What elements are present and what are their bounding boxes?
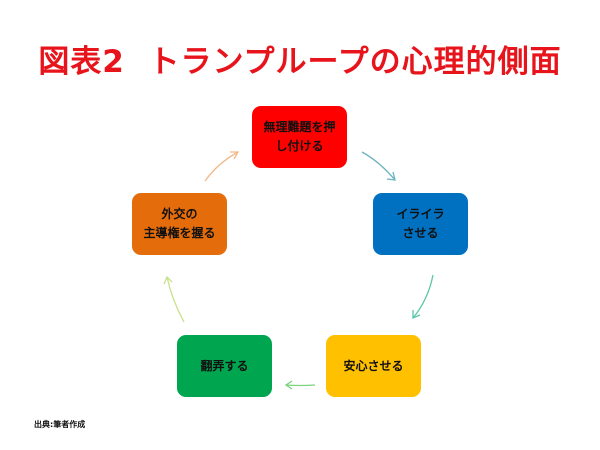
node-irritate: イライラ させる	[373, 193, 468, 255]
node-impose-demands: 無理難題を押 し付ける	[252, 106, 347, 168]
node-toy-with: 翻弄する	[177, 335, 272, 397]
arrowhead-4	[230, 151, 240, 160]
source-note: 出典:筆者作成	[34, 420, 86, 429]
arrow-0	[361, 151, 396, 181]
node-reassure: 安心させる	[326, 335, 421, 397]
arrowhead-2	[284, 380, 293, 390]
arrow-2	[285, 384, 316, 387]
page-title: 図表2 トランプループの心理的側面	[38, 44, 562, 80]
arrow-1	[412, 274, 434, 319]
arrow-3	[166, 276, 185, 323]
node-seize-diplomatic-initiative: 外交の 主導権を握る	[132, 193, 227, 255]
arrowhead-3	[163, 275, 173, 285]
arrow-4	[204, 151, 239, 182]
arrowhead-1	[412, 310, 421, 319]
arrowhead-0	[386, 171, 396, 181]
